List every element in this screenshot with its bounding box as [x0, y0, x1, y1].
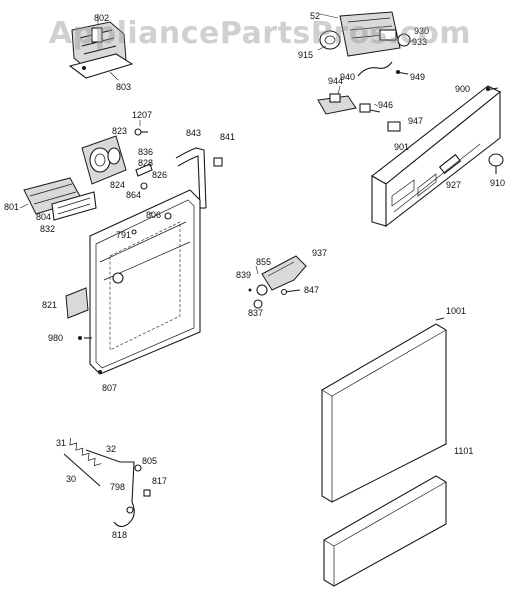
label-823: 823 — [112, 126, 127, 136]
label-817: 817 — [152, 476, 167, 486]
label-839: 839 — [236, 270, 251, 280]
label-1101: 1101 — [454, 446, 473, 456]
label-31: 31 — [56, 438, 66, 448]
label-832: 832 — [40, 224, 55, 234]
label-930: 930 — [414, 26, 429, 36]
label-949: 949 — [410, 72, 425, 82]
part-52-915-930-933-timer — [317, 11, 415, 57]
label-1001: 1001 — [446, 306, 466, 316]
part-spring-link — [63, 437, 151, 528]
label-900: 900 — [455, 84, 470, 94]
part-802-803-latch — [68, 14, 134, 81]
label-864: 864 — [126, 190, 141, 200]
part-944-946-switch — [317, 85, 401, 132]
label-901: 901 — [394, 142, 409, 152]
label-803: 803 — [116, 82, 131, 92]
label-828: 828 — [138, 158, 153, 168]
label-30: 30 — [66, 474, 76, 484]
label-837: 837 — [248, 308, 263, 318]
label-927: 927 — [446, 180, 461, 190]
part-labels: 802 803 52 915 930 933 940 949 944 946 9… — [4, 11, 505, 540]
label-843: 843 — [186, 128, 201, 138]
part-843-hose — [175, 147, 223, 209]
part-940-949-wire — [357, 61, 409, 77]
label-847: 847 — [304, 285, 319, 295]
label-947: 947 — [408, 116, 423, 126]
label-855: 855 — [256, 257, 271, 267]
label-933: 933 — [412, 37, 427, 47]
label-806: 806 — [146, 210, 161, 220]
label-807: 807 — [102, 383, 117, 393]
label-940: 940 — [340, 72, 355, 82]
label-805: 805 — [142, 456, 157, 466]
label-980: 980 — [48, 333, 63, 343]
part-823-dispenser — [81, 120, 153, 190]
label-946: 946 — [378, 100, 393, 110]
label-910: 910 — [490, 178, 505, 188]
label-915: 915 — [298, 50, 313, 60]
part-1101-kick-panel — [323, 475, 447, 587]
label-1207: 1207 — [132, 110, 152, 120]
label-826: 826 — [152, 170, 167, 180]
label-836: 836 — [138, 147, 153, 157]
label-801: 801 — [4, 202, 19, 212]
label-824: 824 — [110, 180, 125, 190]
label-791: 791 — [116, 230, 131, 240]
part-901-control-panel — [371, 85, 504, 228]
label-802: 802 — [94, 13, 109, 23]
label-818: 818 — [112, 530, 127, 540]
part-801-detergent-cup — [19, 177, 97, 221]
part-hinge-cluster — [248, 255, 307, 309]
label-944: 944 — [328, 76, 343, 86]
label-52: 52 — [310, 11, 320, 21]
label-32: 32 — [106, 444, 116, 454]
label-821: 821 — [42, 300, 57, 310]
label-937: 937 — [312, 248, 327, 258]
part-inner-door — [65, 189, 201, 375]
label-804: 804 — [36, 212, 51, 222]
label-798: 798 — [110, 482, 125, 492]
label-841: 841 — [220, 132, 235, 142]
part-1001-outer-door — [321, 317, 447, 503]
